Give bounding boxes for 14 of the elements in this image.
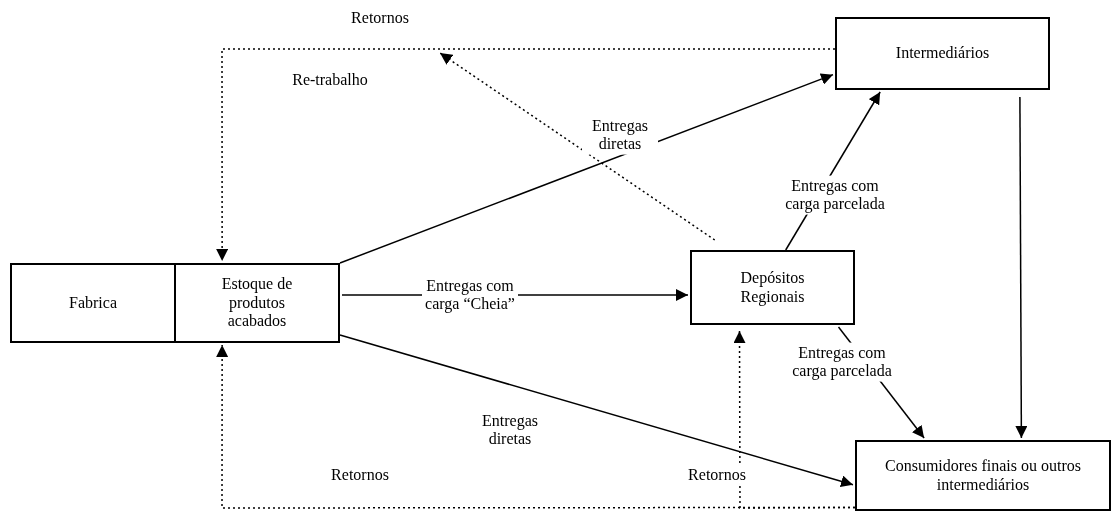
dotted-arrow xyxy=(216,48,836,262)
process-box: Consumidores finais ou outros intermediários xyxy=(855,440,1111,511)
process-box: Fabrica xyxy=(10,263,176,343)
process-box: Intermediários xyxy=(835,17,1050,90)
process-box: Estoque de produtos acabados xyxy=(174,263,340,343)
dotted-arrow xyxy=(439,52,716,241)
arrow xyxy=(339,334,854,488)
arrow xyxy=(1015,96,1028,439)
arrow xyxy=(339,73,834,264)
dotted-arrow xyxy=(733,330,856,509)
edge-label: Entregas com carga parcelada xyxy=(789,342,895,382)
edge-label: Retornos xyxy=(685,464,749,486)
process-box: Depósitos Regionais xyxy=(690,250,855,325)
edge-label: Entregas com carga parcelada xyxy=(782,175,888,215)
